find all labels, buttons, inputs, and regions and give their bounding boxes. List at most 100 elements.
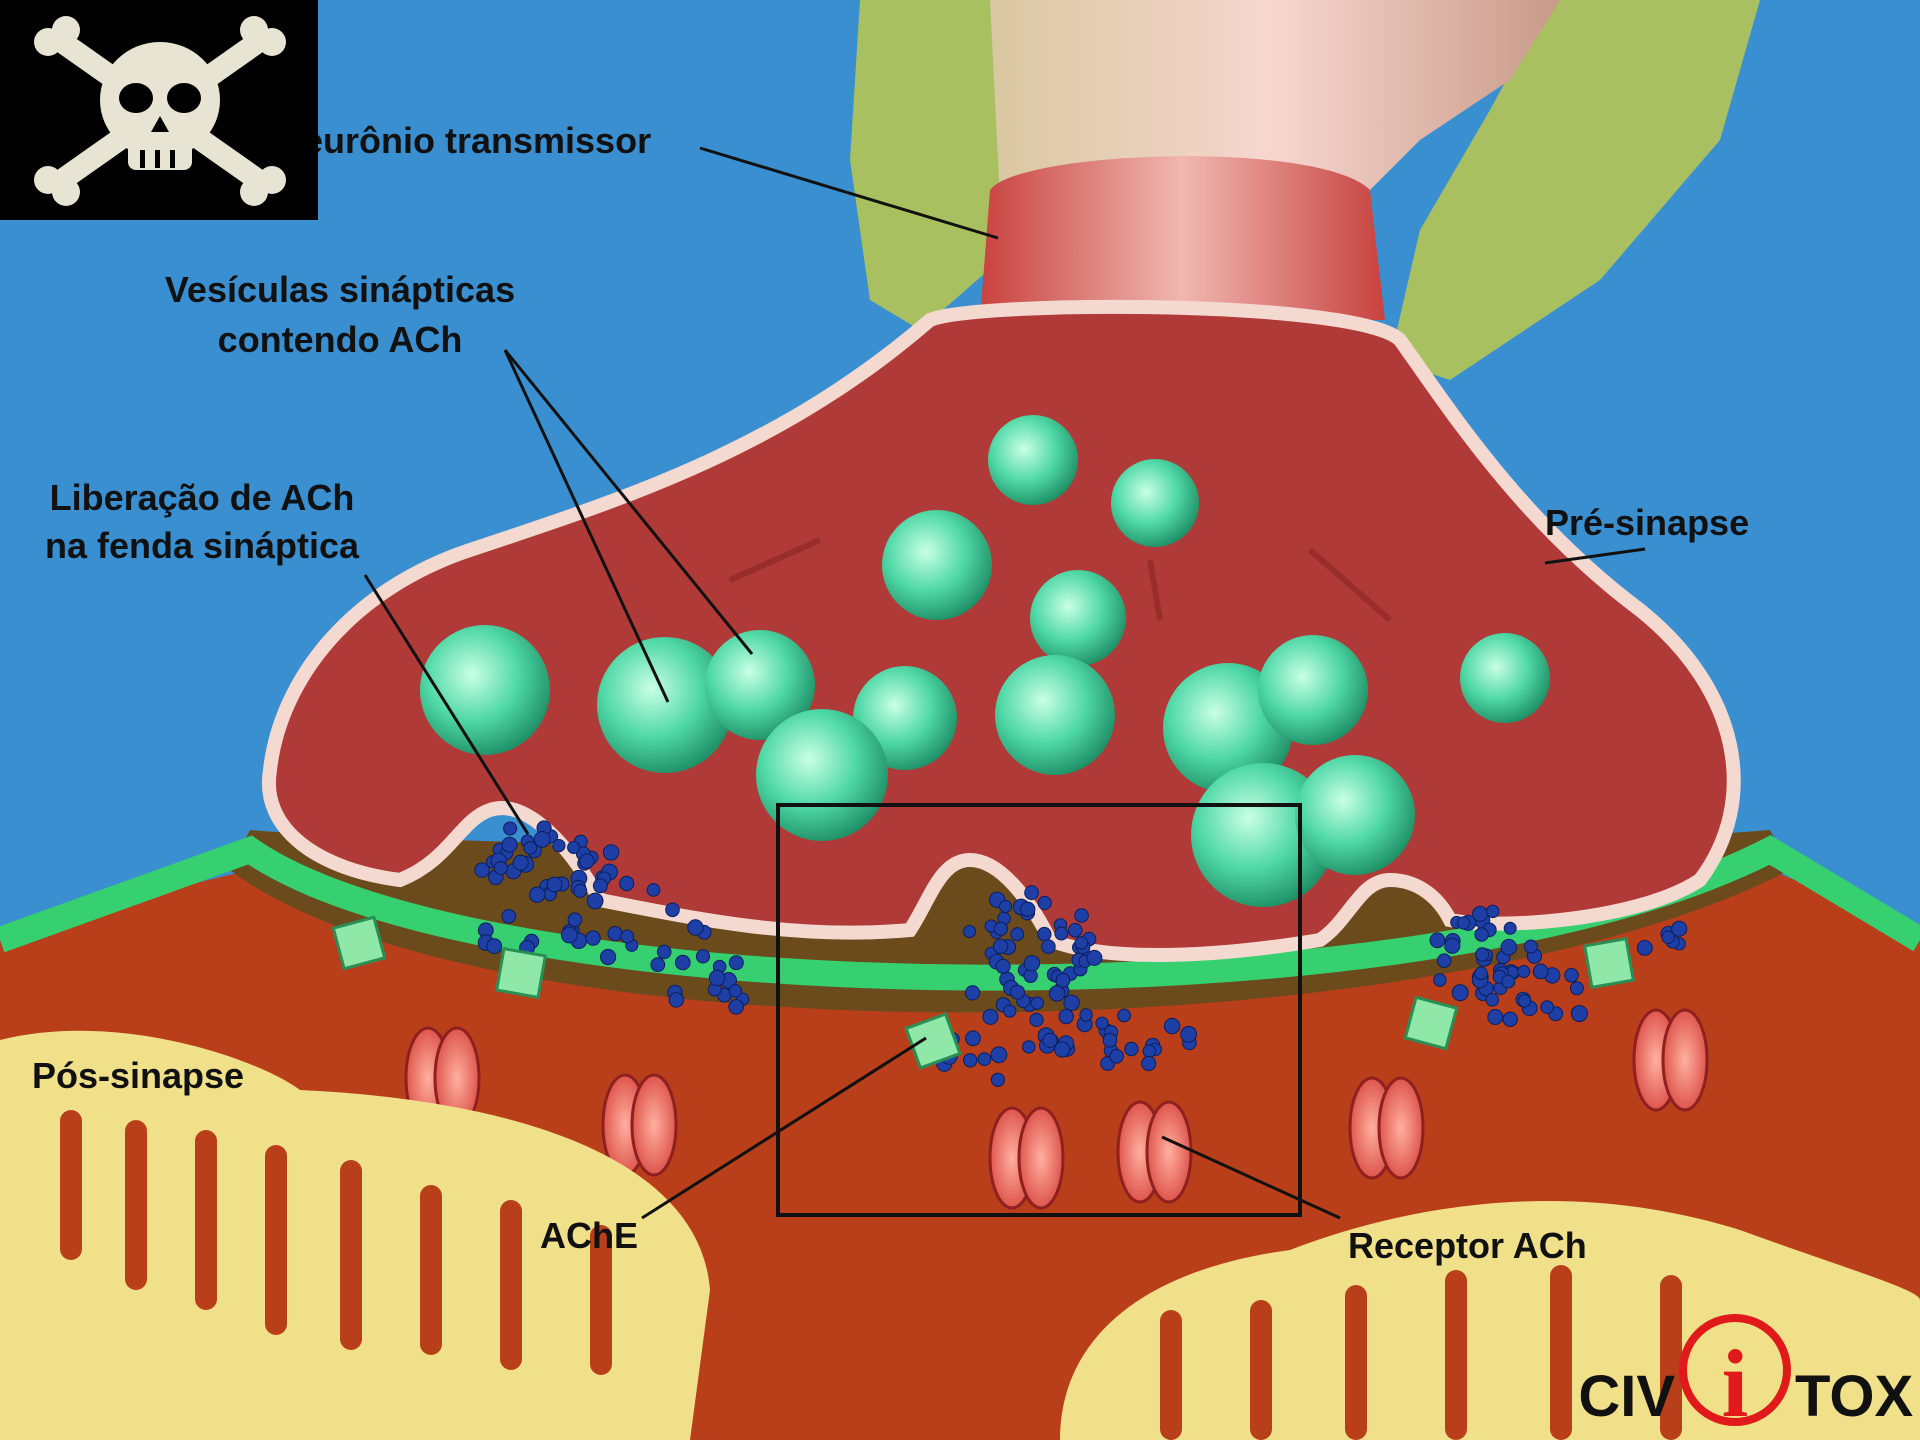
- label-release-line2: na fenda sináptica: [45, 525, 360, 566]
- ach-molecule: [966, 986, 980, 1000]
- ach-molecule: [1011, 985, 1025, 999]
- ach-molecule: [1487, 905, 1499, 917]
- ache-enzyme: [333, 917, 384, 968]
- ach-molecule: [729, 985, 741, 997]
- ach-molecule: [651, 958, 665, 972]
- ach-molecule: [1503, 1012, 1517, 1026]
- ach-molecule: [1021, 902, 1035, 916]
- ach-molecule: [1565, 969, 1579, 983]
- ach-molecule: [621, 930, 634, 943]
- ach-molecule: [580, 854, 594, 868]
- ach-molecule: [1087, 950, 1102, 965]
- ach-molecule: [657, 945, 671, 959]
- vesicle: [988, 415, 1078, 505]
- ach-molecule: [1572, 1006, 1588, 1022]
- ach-molecule: [553, 840, 565, 852]
- ach-molecule: [983, 1009, 998, 1024]
- ach-molecule: [1502, 975, 1515, 988]
- label-presynapse: Pré-sinapse: [1545, 502, 1749, 543]
- vesicle: [420, 625, 550, 755]
- ach-molecule: [1142, 1056, 1156, 1070]
- ach-molecule: [1064, 995, 1079, 1010]
- ach-molecule: [513, 855, 528, 870]
- vesicle: [882, 510, 992, 620]
- ach-molecule: [729, 956, 743, 970]
- vesicle: [1460, 633, 1550, 723]
- ach-molecule: [608, 927, 622, 941]
- ach-molecule: [1055, 927, 1068, 940]
- ach-molecule: [647, 884, 660, 897]
- ache-enzyme: [1405, 997, 1456, 1048]
- ach-receptor: [1118, 1102, 1191, 1202]
- label-release-line1: Liberação de ACh: [50, 477, 355, 518]
- ach-receptor: [990, 1108, 1063, 1208]
- logo-text-right: TOX: [1795, 1364, 1913, 1429]
- vesicle: [1111, 459, 1199, 547]
- ach-molecule: [593, 879, 607, 893]
- vesicle: [1295, 755, 1415, 875]
- ach-molecule: [620, 876, 634, 890]
- label-postsynapse: Pós-sinapse: [32, 1055, 244, 1096]
- ach-molecule: [1458, 917, 1470, 929]
- vesicle: [995, 655, 1115, 775]
- ach-molecule: [1434, 974, 1446, 986]
- ach-molecule: [1181, 1026, 1197, 1042]
- ache-enzyme: [1585, 939, 1634, 988]
- logo-text-left: CIV: [1578, 1364, 1675, 1429]
- ach-molecule: [1541, 1001, 1554, 1014]
- ach-molecule: [524, 842, 537, 855]
- ach-molecule: [547, 877, 562, 892]
- ach-molecule: [568, 842, 580, 854]
- ach-molecule: [1430, 933, 1445, 948]
- ach-molecule: [1488, 1010, 1503, 1025]
- vesicle: [756, 709, 888, 841]
- ach-molecule: [1475, 967, 1488, 980]
- ach-molecule: [1011, 928, 1024, 941]
- ach-molecule: [504, 822, 517, 835]
- ach-molecule: [502, 837, 517, 852]
- ach-molecule: [586, 931, 600, 945]
- ach-molecule: [601, 949, 616, 964]
- skull-and-crossbones-icon: [0, 0, 318, 220]
- ach-molecule: [669, 993, 684, 1008]
- ach-molecule: [978, 1053, 991, 1066]
- ach-molecule: [502, 910, 516, 924]
- ach-molecule: [1533, 964, 1548, 979]
- ach-molecule: [1518, 995, 1530, 1007]
- ach-molecule: [964, 926, 976, 938]
- ach-molecule: [1004, 1005, 1016, 1017]
- vesicle: [1258, 635, 1368, 745]
- ach-molecule: [1103, 1033, 1117, 1047]
- ach-molecule: [991, 1073, 1004, 1086]
- ach-molecule: [1110, 1050, 1124, 1064]
- ach-molecule: [574, 884, 587, 897]
- ach-molecule: [1038, 927, 1051, 940]
- ach-molecule: [1075, 937, 1088, 950]
- ach-molecule: [1059, 1009, 1073, 1023]
- ach-molecule: [1025, 886, 1039, 900]
- ach-molecule: [993, 939, 1007, 953]
- ach-molecule: [991, 1047, 1007, 1063]
- ach-molecule: [603, 845, 618, 860]
- ach-molecule: [1164, 1018, 1179, 1033]
- ach-molecule: [1125, 1042, 1138, 1055]
- ach-molecule: [1518, 966, 1530, 978]
- ach-molecule: [964, 1054, 977, 1067]
- ach-molecule: [587, 893, 603, 909]
- axon-terminal-neck: [980, 156, 1385, 320]
- ach-molecule: [1118, 1009, 1131, 1022]
- ach-molecule: [666, 903, 680, 917]
- ach-molecule: [1570, 982, 1583, 995]
- ach-molecule: [475, 863, 489, 877]
- ach-molecule: [1075, 909, 1089, 923]
- ach-molecule: [1038, 896, 1051, 909]
- ach-molecule: [1501, 939, 1517, 955]
- ach-molecule: [494, 862, 507, 875]
- ach-molecule: [1524, 940, 1537, 953]
- ach-molecule: [1445, 938, 1460, 953]
- ach-receptor: [1350, 1078, 1423, 1178]
- label-vesicles-line1: Vesículas sinápticas: [165, 269, 515, 310]
- ach-molecule: [1049, 986, 1065, 1002]
- ach-molecule: [530, 887, 545, 902]
